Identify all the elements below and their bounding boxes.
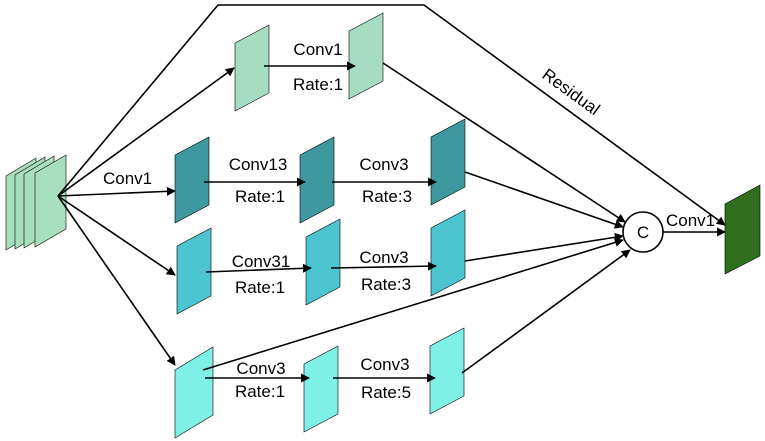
b1-to-concat-arrow [382, 62, 626, 223]
fanout-arrow-b4 [57, 195, 176, 366]
b4-map-1 [174, 346, 214, 439]
b2-op2-rate-label: Rate:3 [362, 187, 412, 206]
b3-map-3 [430, 209, 466, 297]
b1-op1-conv-label: Conv1 [293, 40, 342, 59]
b4-op2-rate-label: Rate:5 [361, 383, 411, 402]
b2-op2-conv-label: Conv3 [359, 155, 408, 174]
b3-op1-arrow [205, 263, 312, 273]
b2-op1-conv-label: Conv13 [229, 155, 288, 174]
b4-map-3 [429, 327, 465, 415]
b1-map-2 [348, 12, 384, 100]
b4-op1-rate-label: Rate:1 [235, 382, 285, 401]
input-map-4 [34, 154, 67, 248]
fanout-arrow-b3 [57, 195, 176, 276]
b3-op1-conv-label: Conv31 [232, 252, 291, 271]
residual-path [57, 4, 726, 226]
b3-map-2 [305, 218, 341, 306]
b2-op1-rate-label: Rate:1 [235, 187, 285, 206]
b3-op2-arrow [330, 261, 437, 271]
output-map [724, 184, 761, 275]
b3-op2-rate-label: Rate:3 [361, 275, 411, 294]
b3-map-1 [176, 227, 212, 315]
fanout-arrow-b2 [57, 186, 176, 197]
residual-label: Residual [539, 65, 604, 119]
b3-to-concat-arrow [464, 232, 624, 262]
b2-map-1 [174, 136, 210, 224]
b4-op1-conv-label: Conv3 [236, 359, 285, 378]
b1-map-1 [234, 24, 270, 112]
b2-map-2 [299, 136, 335, 224]
entry-conv-label: Conv1 [103, 169, 152, 188]
b1-op1-rate-label: Rate:1 [293, 75, 343, 94]
b3-op1-rate-label: Rate:1 [235, 278, 285, 297]
concat-label: C [637, 223, 649, 242]
fanout-arrow-b1 [57, 67, 235, 197]
b4-map-2 [303, 345, 339, 433]
b4-to-concat-arrow [461, 249, 631, 374]
input-feature-maps [5, 154, 67, 251]
b2-map-3 [430, 118, 466, 206]
b2-to-concat-arrow [464, 171, 624, 229]
b4-skip-to-concat-arrow [202, 238, 624, 371]
b3-op2-conv-label: Conv3 [359, 248, 408, 267]
output-conv-label: Conv1 [666, 211, 715, 230]
b4-op2-conv-label: Conv3 [360, 355, 409, 374]
